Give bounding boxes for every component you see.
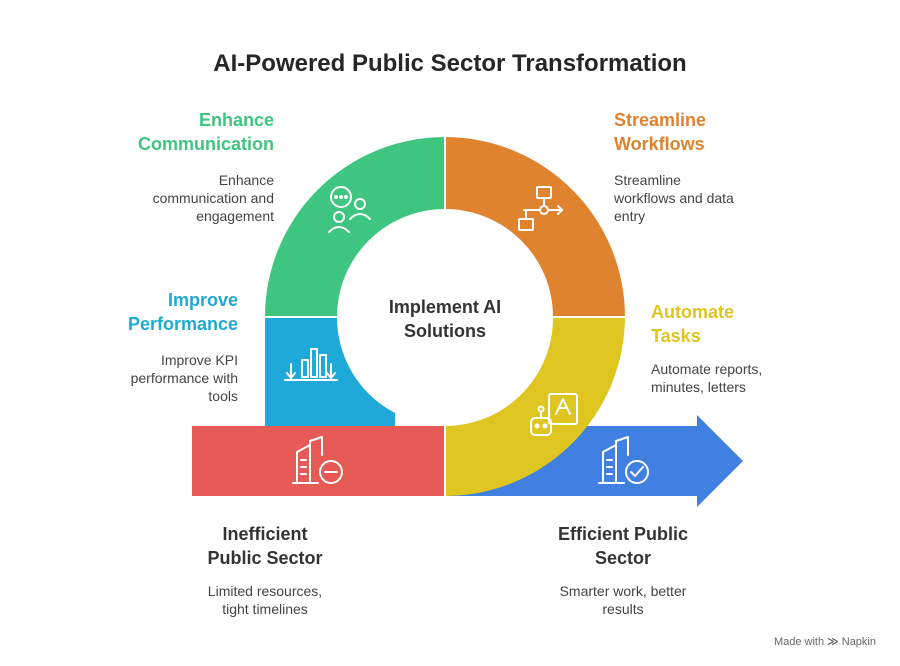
improve-performance-heading: Improve Performance	[38, 288, 238, 336]
enhance-communication-heading-line2: Communication	[137, 134, 274, 154]
center-label-line1: Implement AI	[388, 297, 502, 317]
diagram-title: AI-Powered Public Sector Transformation	[213, 50, 687, 77]
enhance-communication-desc-line2: communication and	[152, 190, 274, 206]
efficient-public-sector-description: Smarter work, better results	[513, 582, 733, 618]
improve-performance-desc-line2: performance with	[130, 370, 238, 386]
streamline-workflows-heading-line1: Streamline	[614, 110, 707, 130]
inefficient-desc-line1: Limited resources,	[207, 583, 323, 599]
enhance-communication-heading-line1: Enhance	[198, 110, 274, 130]
improve-performance-heading-line2: Performance	[127, 314, 238, 334]
segment-enhance-communication	[265, 137, 445, 317]
building-minus-icon	[292, 436, 343, 484]
streamline-workflows-description: Streamline workflows and data entry	[614, 171, 814, 225]
improve-performance-desc-line3: tools	[208, 388, 238, 404]
automate-tasks-desc-line2: minutes, letters	[651, 379, 746, 395]
chat-people-icon	[328, 186, 371, 233]
center-label: Implement AI Solutions	[345, 295, 545, 343]
automate-tasks-heading-line2: Tasks	[651, 326, 701, 346]
streamline-workflows-heading: Streamline Workflows	[614, 108, 814, 156]
automate-tasks-desc-line1: Automate reports,	[651, 361, 763, 377]
segment-streamline-workflows	[445, 137, 625, 317]
made-with-napkin-footer[interactable]: Made with ≫ Napkin	[774, 635, 876, 648]
center-label-line2: Solutions	[404, 321, 486, 341]
bar-chart-icon	[284, 348, 338, 381]
streamline-workflows-desc-line1: Streamline	[614, 172, 681, 188]
made-with-label: Made with	[773, 636, 825, 648]
streamline-workflows-desc-line3: entry	[614, 208, 646, 224]
improve-performance-heading-line1: Improve	[167, 290, 238, 310]
efficient-heading-line2: Sector	[594, 548, 652, 568]
improve-performance-description: Improve KPI performance with tools	[38, 351, 238, 405]
automate-tasks-description: Automate reports, minutes, letters	[651, 360, 851, 396]
efficient-heading-line1: Efficient Public	[557, 524, 689, 544]
building-check-icon	[598, 436, 649, 484]
inefficient-public-sector-heading: Inefficient Public Sector	[165, 522, 365, 570]
inefficient-heading-line1: Inefficient	[222, 524, 308, 544]
automate-tasks-heading-line1: Automate	[651, 302, 735, 322]
efficient-desc-line1: Smarter work, better	[559, 583, 687, 599]
streamline-workflows-heading-line2: Workflows	[614, 134, 705, 154]
inefficient-public-sector-bar	[192, 426, 445, 496]
enhance-communication-desc-line1: Enhance	[218, 172, 274, 188]
napkin-brand-label: Napkin	[841, 636, 876, 648]
workflow-icon	[518, 186, 563, 231]
efficient-desc-line2: results	[602, 601, 644, 617]
enhance-communication-heading: Enhance Communication	[70, 108, 274, 156]
enhance-communication-desc-line3: engagement	[196, 208, 274, 224]
segment-automate-tasks	[445, 317, 625, 496]
robot-text-icon	[530, 393, 578, 436]
enhance-communication-description: Enhance communication and engagement	[70, 171, 274, 225]
improve-performance-desc-line1: Improve KPI	[160, 352, 238, 368]
streamline-workflows-desc-line2: workflows and data	[614, 190, 734, 206]
efficient-public-sector-heading: Efficient Public Sector	[513, 522, 733, 570]
inefficient-public-sector-description: Limited resources, tight timelines	[165, 582, 365, 618]
inefficient-desc-line2: tight timelines	[222, 601, 308, 617]
automate-tasks-heading: Automate Tasks	[651, 300, 851, 348]
inefficient-heading-line2: Public Sector	[207, 548, 323, 568]
napkin-logo-icon: ≫	[827, 636, 839, 648]
